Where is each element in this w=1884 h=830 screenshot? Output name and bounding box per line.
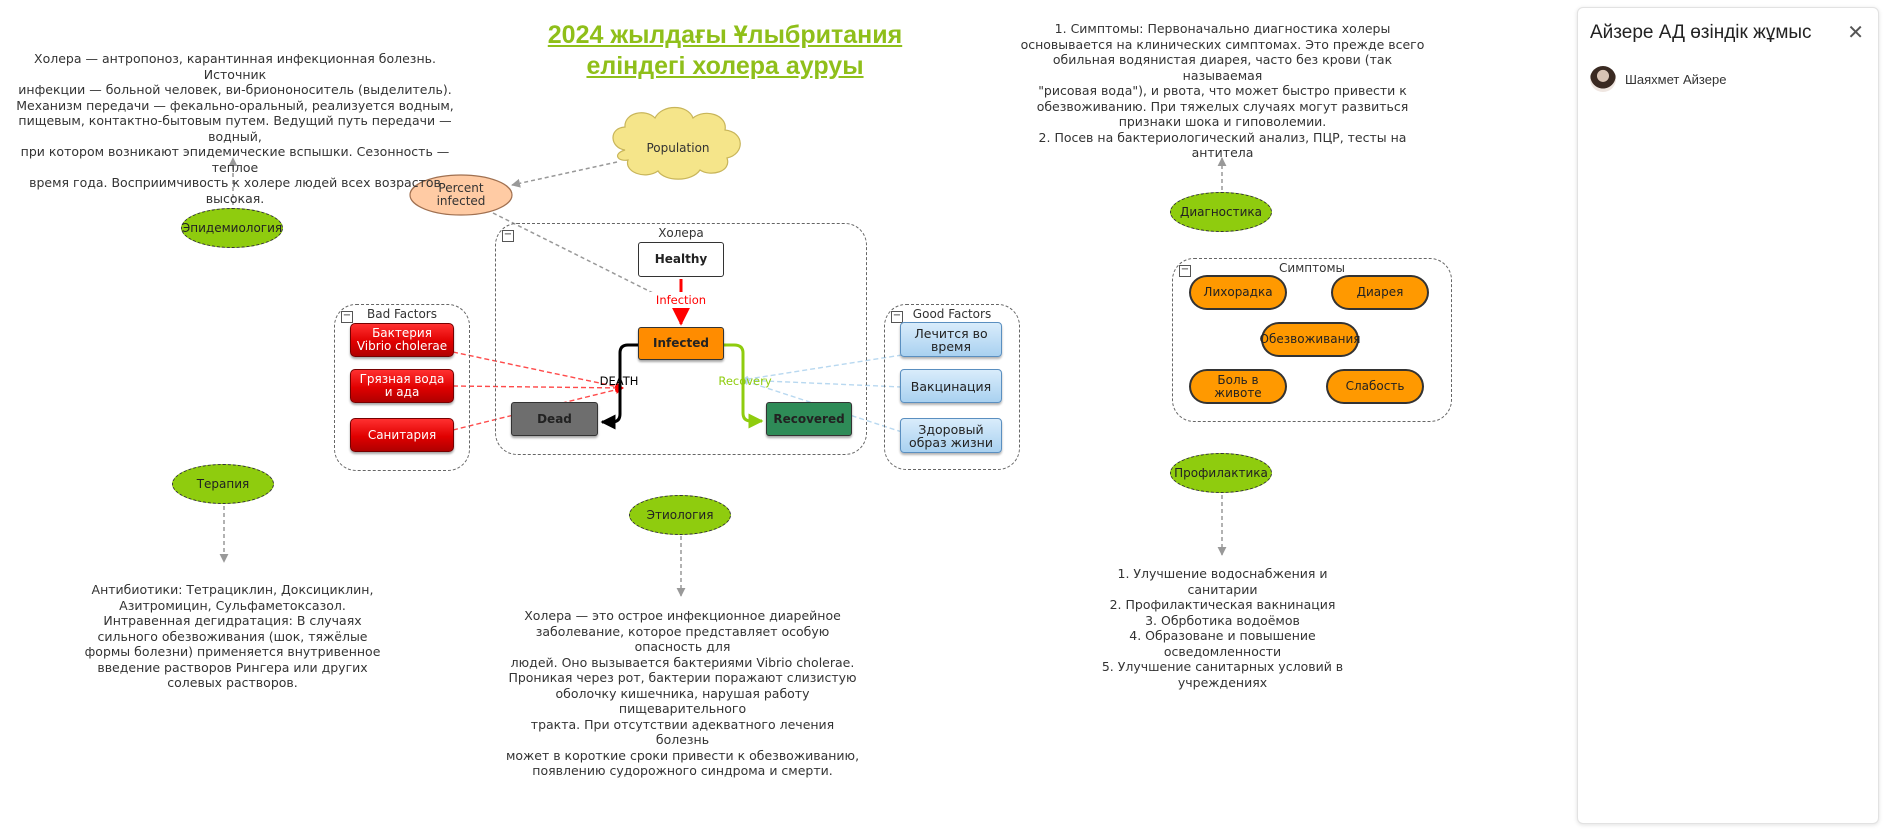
good-factors-collapse-toggle[interactable]: − <box>891 310 903 323</box>
infected-node[interactable]: Infected <box>638 327 724 360</box>
symptoms-collapse-toggle[interactable]: − <box>1179 264 1191 277</box>
recovery-label: Recovery <box>718 373 772 388</box>
recovered-node[interactable]: Recovered <box>766 402 852 436</box>
avatar[interactable] <box>1590 66 1616 92</box>
prevention-oval[interactable]: Профилактика <box>1170 453 1272 493</box>
percent-infected-ellipse[interactable] <box>409 174 513 216</box>
bad-link-2 <box>452 383 624 393</box>
diagnostics-oval[interactable]: Диагностика <box>1170 192 1272 232</box>
good-factor-treatment[interactable]: Лечится во время <box>900 322 1002 357</box>
bad-factor-vibrio[interactable]: Бактерия Vibrio cholerae <box>350 323 454 357</box>
info-sidebar: Айзере АД өзіндік жұмыс ✕ Шаяхмет Айзере <box>1577 7 1879 824</box>
good-factor-healthy-lifestyle[interactable]: Здоровый образ жизни <box>900 418 1002 453</box>
etiology-oval[interactable]: Этиология <box>629 495 731 535</box>
bad-link-3 <box>452 385 624 431</box>
bad-factor-dirty-water[interactable]: Грязная вода и ада <box>350 369 454 403</box>
cholera-group-title: Холера <box>658 226 704 240</box>
population-cloud[interactable] <box>612 106 741 180</box>
healthy-node[interactable]: Healthy <box>638 242 724 277</box>
infection-label: Infection <box>650 292 712 308</box>
etiology-text: Холера — это острое инфекционное диарейн… <box>505 608 860 778</box>
bad-factors-group: Bad Factors − <box>334 304 470 471</box>
therapy-oval[interactable]: Терапия <box>172 464 274 504</box>
percent-infection-link <box>492 212 656 295</box>
good-link-2 <box>741 376 903 388</box>
good-factors-title: Good Factors <box>912 307 992 321</box>
population-label[interactable]: Population <box>646 140 710 155</box>
therapy-text: Антибиотики: Тетрациклин, Доксициклин, А… <box>84 582 381 690</box>
good-factors-group: Good Factors − <box>884 304 1020 470</box>
symptom-dehydration[interactable]: Обезвоживания <box>1260 322 1360 357</box>
bad-factor-sanitation[interactable]: Санитария <box>350 418 454 452</box>
epidemiology-oval[interactable]: Эпидемиология <box>181 208 283 248</box>
symptom-abdominal-pain[interactable]: Боль в животе <box>1189 369 1287 404</box>
dead-node[interactable]: Dead <box>511 402 598 436</box>
sidebar-title: Айзере АД өзіндік жұмыс <box>1590 22 1812 43</box>
prevention-text: 1. Улучшение водоснабжения и санитарии 2… <box>1101 566 1344 690</box>
bad-factors-collapse-toggle[interactable]: − <box>341 310 353 323</box>
death-label: DEATH <box>599 373 639 388</box>
percent-infected-label[interactable]: Percent infected <box>436 181 486 208</box>
cholera-group: Холера − <box>495 223 867 455</box>
diagnostics-text: 1. Симптомы: Первоначально диагностика х… <box>1020 21 1425 160</box>
member-name[interactable]: Шаяхмет Айзере <box>1625 72 1727 87</box>
page-title: 2024 жылдағы Ұлыбритания еліндегі холера… <box>547 21 903 80</box>
recovery-flow <box>724 343 764 429</box>
cholera-collapse-toggle[interactable]: − <box>502 229 514 242</box>
symptom-fever[interactable]: Лихорадка <box>1189 275 1287 310</box>
population-arrow <box>511 161 618 188</box>
symptoms-group: Симптомы − <box>1172 258 1452 422</box>
close-icon[interactable]: ✕ <box>1847 20 1864 44</box>
symptom-weakness[interactable]: Слабость <box>1326 369 1424 404</box>
death-flow <box>600 343 638 430</box>
symptoms-title: Симптомы <box>1279 261 1345 275</box>
symptom-diarrhea[interactable]: Диарея <box>1331 275 1429 310</box>
bad-link-1 <box>452 351 624 391</box>
epidemiology-text: Холера — антропоноз, карантинная инфекци… <box>16 51 454 206</box>
bad-factors-title: Bad Factors <box>366 307 437 321</box>
good-link-1 <box>741 354 903 383</box>
good-factor-vaccination[interactable]: Вакцинация <box>900 369 1002 403</box>
